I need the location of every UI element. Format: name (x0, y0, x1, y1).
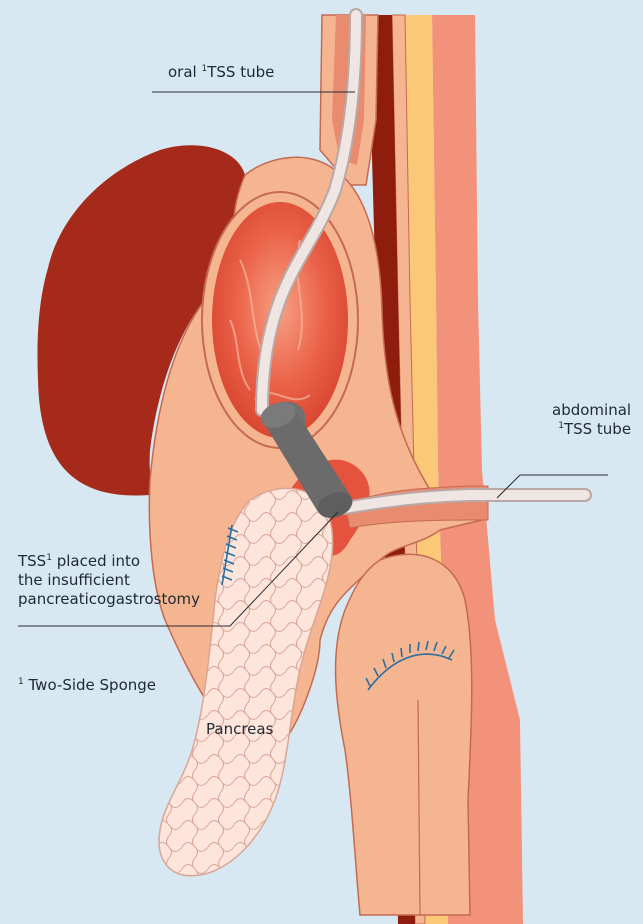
label-abdominal-line2: 1TSS tube (552, 420, 631, 439)
label-pancreas: Pancreas (206, 720, 273, 739)
jejunum (336, 554, 472, 915)
label-tss-line3: pancreaticogastrostomy (18, 590, 200, 609)
label-tss-line1: TSS1 placed into (18, 552, 200, 571)
label-tss-line2: the insufficient (18, 571, 200, 590)
label-tss-placed: TSS1 placed into the insufficient pancre… (18, 552, 200, 609)
footnote: 1 Two-Side Sponge (18, 676, 156, 695)
label-oral-tss-tube: oral 1TSS tube (168, 63, 274, 82)
label-abdominal-tss-tube: abdominal 1TSS tube (552, 401, 631, 439)
label-abdominal-line1: abdominal (552, 401, 631, 420)
